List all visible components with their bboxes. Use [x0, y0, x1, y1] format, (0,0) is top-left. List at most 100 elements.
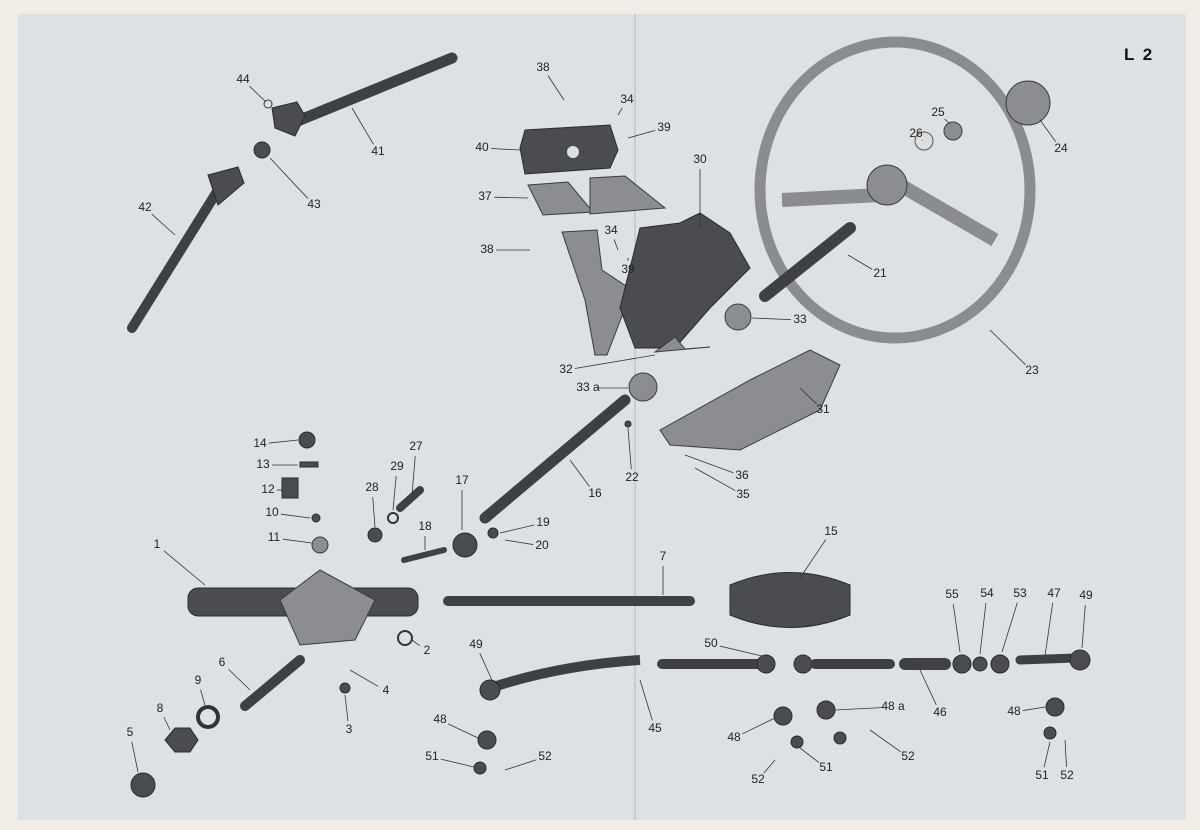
leader-line	[499, 524, 535, 534]
leader-line	[1039, 119, 1057, 142]
part-bracket-37b	[589, 175, 667, 215]
part-bolt-27	[396, 486, 424, 512]
callout-label: 18	[418, 519, 432, 533]
callout-label: 44	[236, 72, 250, 86]
leader-line	[351, 107, 374, 145]
callout-label: 41	[371, 144, 385, 158]
callout-label: 48	[433, 712, 447, 726]
part-seal-33a	[628, 372, 658, 402]
part-spring-12	[281, 477, 299, 499]
part-boot-48	[477, 730, 497, 750]
part-clamp-17	[452, 532, 478, 558]
leader-line	[151, 213, 176, 236]
leader-line	[349, 669, 379, 687]
callout-label: 31	[816, 402, 830, 416]
part-nut-55	[952, 654, 972, 674]
leader-line	[228, 668, 251, 691]
part-pin-22	[624, 420, 632, 428]
part-nut-51c	[833, 731, 847, 745]
plate-id: L 2	[1124, 45, 1154, 64]
part-shaft-42	[127, 185, 223, 333]
callout-label: 17	[455, 473, 469, 487]
part-washer-26	[914, 131, 934, 151]
leader-line	[372, 496, 376, 528]
callout-label: 46	[933, 705, 947, 719]
leader-line	[989, 329, 1026, 365]
part-boot-48c	[1045, 697, 1065, 717]
leader-line	[479, 653, 493, 681]
leader-line	[1064, 739, 1067, 768]
leader-line	[719, 645, 763, 657]
callout-label: 29	[390, 459, 404, 473]
callout-label: 48 a	[881, 699, 905, 713]
callout-label: 13	[256, 457, 270, 471]
leader-line	[490, 148, 521, 151]
callout-label: 15	[824, 524, 838, 538]
callout-label: 40	[475, 140, 489, 154]
callout-label: 2	[424, 643, 431, 657]
part-11	[311, 536, 329, 554]
part-yoke-41	[271, 101, 306, 137]
part-column-shaft	[759, 222, 856, 302]
leader-line	[282, 538, 313, 544]
callout-label: 10	[265, 505, 279, 519]
callout-label: 8	[157, 701, 164, 715]
leader-line	[627, 130, 656, 139]
part-nut-8	[164, 727, 199, 753]
leader-lines	[131, 75, 1086, 774]
leader-line	[200, 689, 206, 706]
callout-label: 51	[1035, 768, 1049, 782]
leader-line	[504, 759, 537, 771]
wheel-spokes	[781, 178, 999, 247]
callout-label: 33 a	[576, 380, 600, 394]
part-tie-rod-47	[1015, 653, 1080, 665]
part-ring-44	[263, 99, 273, 109]
callout-label: 28	[365, 480, 379, 494]
leader-line	[131, 741, 139, 773]
callout-label: 42	[138, 200, 152, 214]
callout-label: 23	[1025, 363, 1039, 377]
parts	[127, 36, 1091, 798]
part-hub	[866, 164, 908, 206]
callout-label: 43	[307, 197, 321, 211]
leader-line	[799, 387, 817, 405]
leader-line	[952, 603, 961, 653]
part-bracket-37a	[527, 181, 595, 216]
callout-label: 50	[704, 636, 718, 650]
part-ball-joint-49	[479, 679, 501, 701]
callout-label: 37	[478, 189, 492, 203]
callout-label: 39	[621, 262, 635, 276]
leader-line	[613, 239, 619, 251]
part-pinion-6	[240, 655, 305, 711]
callout-label: 49	[469, 637, 483, 651]
part-flange-1	[279, 569, 376, 646]
leader-line	[919, 669, 937, 706]
part-plug-14	[298, 431, 316, 449]
callout-label: 48	[1007, 704, 1021, 718]
callout-label: 3	[346, 722, 353, 736]
callout-label: 48	[727, 730, 741, 744]
callout-label: 36	[735, 468, 749, 482]
callout-label: 21	[873, 266, 887, 280]
leader-line	[617, 107, 623, 116]
callout-label: 24	[1054, 141, 1068, 155]
leader-line	[799, 539, 827, 579]
leader-line	[751, 317, 792, 321]
part-19	[487, 527, 499, 539]
leader-line	[741, 717, 776, 735]
part-washer-29	[387, 512, 399, 524]
leader-line	[411, 639, 420, 647]
part-tube-16	[479, 394, 631, 524]
leader-line	[763, 759, 776, 774]
callout-label: 52	[1060, 768, 1074, 782]
callout-label: 45	[648, 721, 662, 735]
callout-label: 54	[980, 586, 994, 600]
callout-label: 49	[1079, 588, 1093, 602]
callout-label: 38	[480, 242, 494, 256]
callout-label: 47	[1047, 586, 1061, 600]
callout-label: 34	[604, 223, 618, 237]
callout-label: 30	[693, 152, 707, 166]
leader-line	[268, 439, 299, 444]
